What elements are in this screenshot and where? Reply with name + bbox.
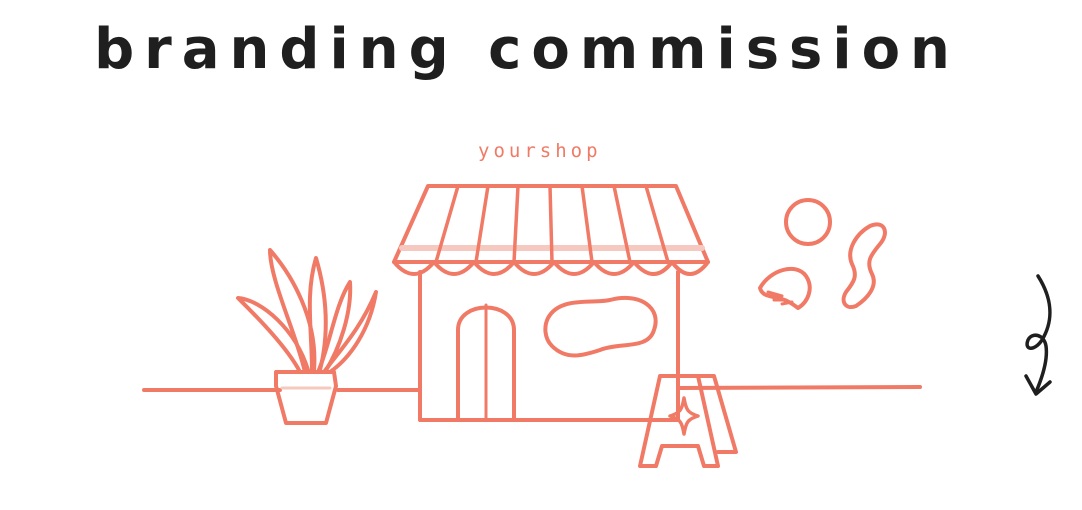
page-title: branding commission <box>94 17 960 82</box>
squiggle-shape <box>841 222 887 309</box>
shop-building <box>418 270 680 422</box>
decorative-shapes <box>758 198 887 310</box>
sparkle-icon <box>668 396 700 436</box>
shop-sign-text: yourshop <box>478 140 602 162</box>
sandwich-board-sign <box>638 374 738 468</box>
curly-arrow-icon <box>1024 274 1052 396</box>
blob-shape <box>758 266 812 310</box>
potted-plant <box>236 248 378 425</box>
circle-shape <box>784 198 832 246</box>
shop-awning <box>392 184 710 276</box>
ground-line <box>142 385 922 392</box>
